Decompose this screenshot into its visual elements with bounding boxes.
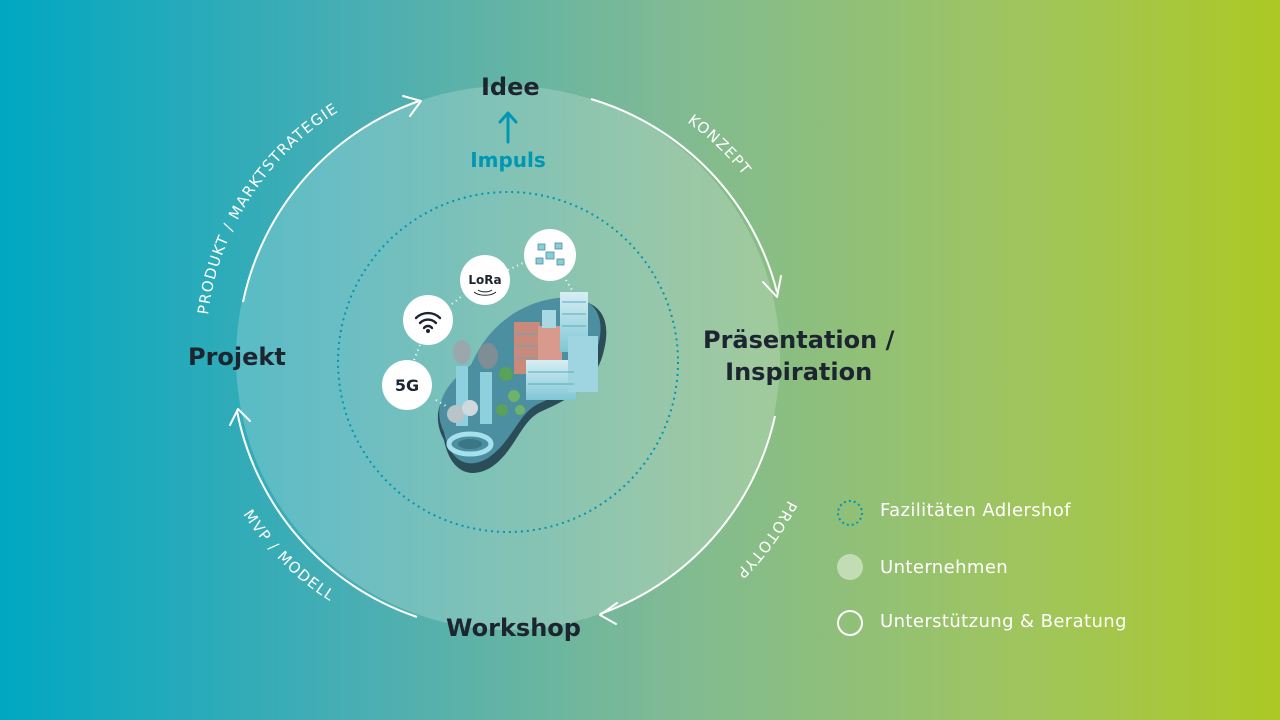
5g-label: 5G (395, 376, 419, 395)
transition-prototyp: PROTOTYP (732, 498, 800, 582)
lora-label: LoRa (468, 273, 501, 287)
building (568, 336, 598, 392)
legend-item-unternehmen: Unternehmen (880, 557, 1009, 578)
node-praesentation-line2: Inspiration (725, 358, 873, 386)
impuls-label: Impuls (470, 148, 546, 172)
5g-badge: 5G (382, 360, 432, 410)
node-praesentation-line1: Präsentation / (703, 326, 895, 354)
smart-grid-icon (535, 242, 565, 266)
wifi-icon (414, 311, 442, 330)
legend-item-unterstuetzung: Unterstützung & Beratung (880, 611, 1127, 632)
node-projekt: Projekt (188, 343, 286, 371)
building (542, 310, 556, 328)
connector-dots (413, 261, 573, 407)
arrowhead-konzept (762, 275, 782, 298)
facilities-ring (337, 191, 679, 533)
arc-projekt-to-idee (242, 100, 420, 303)
wifi-badge (403, 295, 453, 345)
city-illustration (437, 292, 607, 473)
node-praesentation: Präsentation / Inspiration (703, 324, 894, 388)
building (538, 326, 562, 366)
building (526, 360, 576, 400)
legend-marker-dotted (837, 500, 863, 526)
impuls-arrow (498, 111, 518, 144)
legend-item-fazilitaeten: Fazilitäten Adlershof (880, 500, 1071, 521)
lora-badge: LoRa (460, 255, 510, 305)
node-workshop: Workshop (446, 614, 581, 642)
legend-marker-outline (837, 610, 863, 636)
node-idee: Idee (481, 73, 540, 101)
arc-idee-to-praesentation (590, 98, 778, 293)
arrowhead-prototyp (599, 602, 618, 625)
arc-workshop-to-projekt (236, 410, 418, 618)
cycle-arcs (236, 98, 778, 618)
arrowhead-produkt (402, 95, 422, 117)
arrowhead-mvp (229, 408, 251, 426)
smart-grid-badge (524, 229, 576, 281)
arc-praesentation-to-workshop (599, 415, 776, 615)
legend-marker-filled (837, 554, 863, 580)
